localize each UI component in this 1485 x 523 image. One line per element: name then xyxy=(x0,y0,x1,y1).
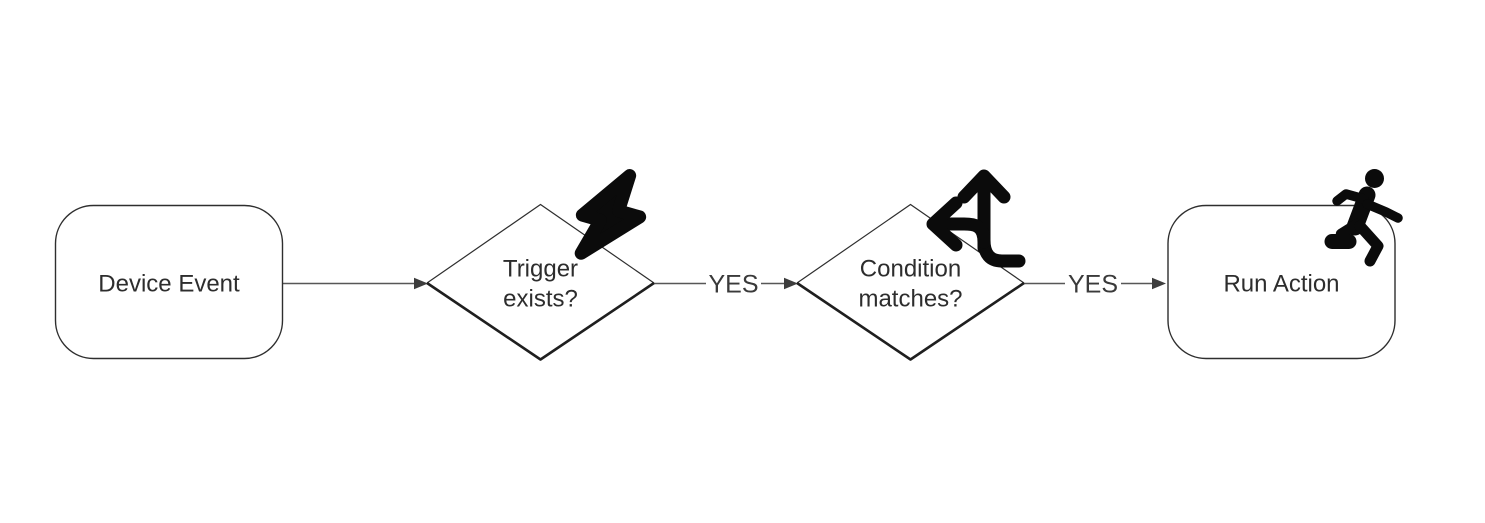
node-label-line1: Condition xyxy=(860,256,961,283)
arrowhead-icon xyxy=(784,277,798,290)
split-arrows-branch xyxy=(934,217,991,249)
lightning-bolt-shape xyxy=(574,169,647,260)
split-arrows-left-head xyxy=(926,196,963,252)
node-shape xyxy=(54,204,284,360)
node-run-action: Run Action xyxy=(1167,169,1403,360)
arrowhead-icon xyxy=(1152,277,1166,290)
node-label-line2: matches? xyxy=(858,286,962,313)
node-label: Run Action xyxy=(1223,271,1339,298)
arrowhead-icon xyxy=(414,277,428,290)
node-label: Device Event xyxy=(98,271,240,298)
diamond-outline-top xyxy=(426,203,655,284)
node-device-event: Device Event xyxy=(54,204,284,360)
diamond-outline-bottom xyxy=(796,281,1025,361)
split-arrows-up-head xyxy=(957,169,1011,204)
runner-head xyxy=(1365,169,1384,188)
node-label-line1: Trigger xyxy=(503,256,578,283)
edge-label-yes: YES xyxy=(1068,271,1118,299)
node-trigger-exists: Trigger exists? xyxy=(426,169,655,361)
split-arrows-up-left-icon xyxy=(926,169,1026,268)
lightning-bolt-icon xyxy=(574,169,647,260)
runner-front-leg xyxy=(1335,218,1363,240)
node-label-line2: exists? xyxy=(503,286,578,313)
person-running-icon xyxy=(1324,169,1403,267)
runner-front-arm xyxy=(1332,189,1369,206)
runner-rear-arm xyxy=(1362,199,1403,223)
edge-trigger-to-condition: YES xyxy=(654,271,798,299)
node-condition-matches: Condition matches? xyxy=(796,169,1026,361)
edge-label-yes: YES xyxy=(708,271,758,299)
edge-condition-to-run-action: YES xyxy=(1024,271,1166,299)
runner-rear-leg xyxy=(1354,220,1384,267)
edge-device-event-to-trigger xyxy=(283,277,428,290)
diamond-outline-bottom xyxy=(426,281,655,361)
